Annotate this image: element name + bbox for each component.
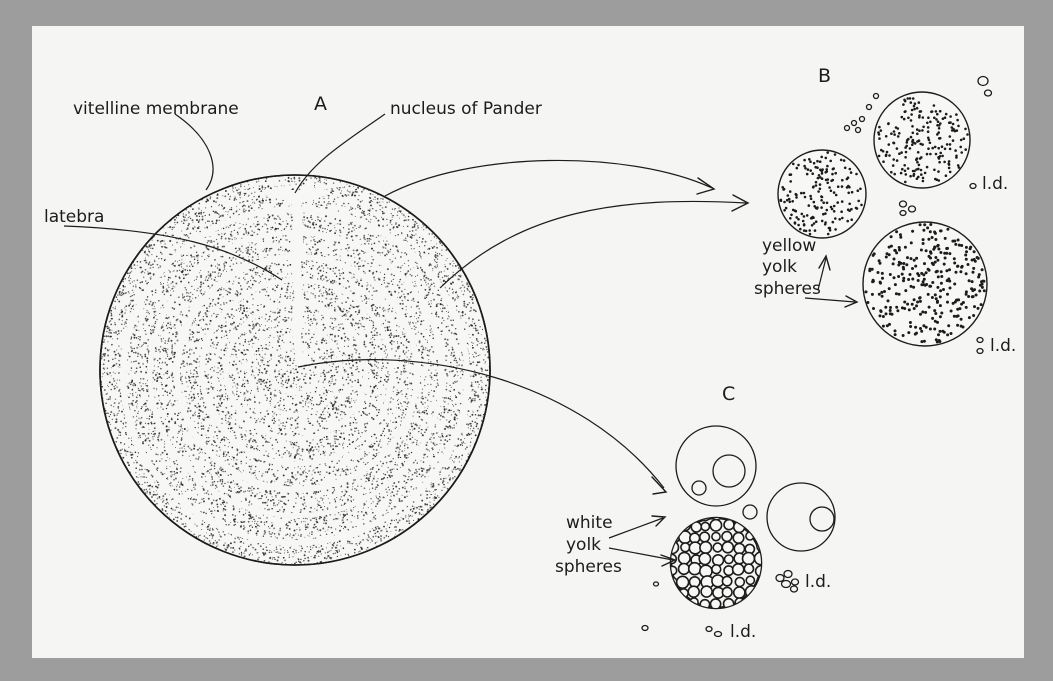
ld-label-c2: l.d.: [730, 622, 756, 642]
ld-label-c1: l.d.: [805, 572, 831, 592]
panel-label-b: B: [818, 65, 831, 87]
yellow-label-line1: yellow: [762, 236, 816, 256]
arrow-to-b-lower: [440, 201, 746, 288]
nucleus-of-pander-label: nucleus of Pander: [390, 99, 542, 119]
white-arrow-up: [609, 518, 663, 538]
vitelline-leader: [175, 114, 213, 190]
yellow-label-line3: spheres: [754, 279, 821, 299]
ld-label-b1: l.d.: [982, 174, 1008, 194]
yellow-yolk-spheres: [778, 92, 987, 346]
yellow-label-line2: yolk: [762, 257, 797, 277]
egg-yolk-section: [100, 175, 490, 566]
latebra-label: latebra: [44, 207, 104, 227]
panel-label-c: C: [722, 383, 735, 405]
ld-label-b2: l.d.: [990, 336, 1016, 356]
white-label-line1: white: [566, 513, 613, 533]
white-label-line2: yolk: [566, 535, 601, 555]
arrow-to-b-upper: [385, 160, 712, 196]
vitelline-membrane-label: vitelline membrane: [73, 99, 239, 119]
panel-label-a: A: [314, 93, 327, 115]
white-label-line3: spheres: [555, 557, 622, 577]
